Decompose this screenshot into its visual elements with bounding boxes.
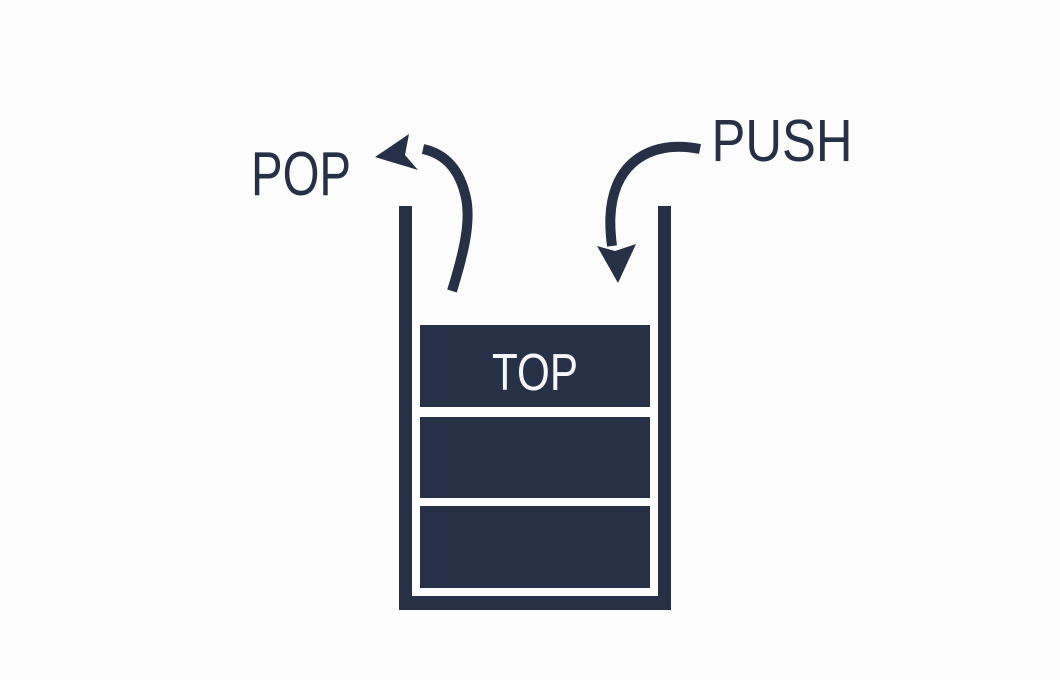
pop-label: POP (251, 140, 351, 209)
stack-item (420, 325, 650, 407)
pop-arrow-icon (375, 134, 473, 293)
pop-arrow-curve (421, 144, 473, 293)
pop-arrow-head (375, 134, 418, 170)
push-arrow-icon (597, 141, 701, 283)
stack-item-bottom (420, 506, 650, 588)
push-arrow-curve (605, 141, 701, 247)
push-arrow-head (597, 244, 636, 283)
stack-item (420, 417, 650, 498)
top-label: TOP (492, 344, 578, 402)
stack-item (420, 506, 650, 588)
stack-item-top: TOP (420, 325, 650, 407)
stack-item-middle (420, 417, 650, 498)
push-label: PUSH (712, 108, 853, 174)
